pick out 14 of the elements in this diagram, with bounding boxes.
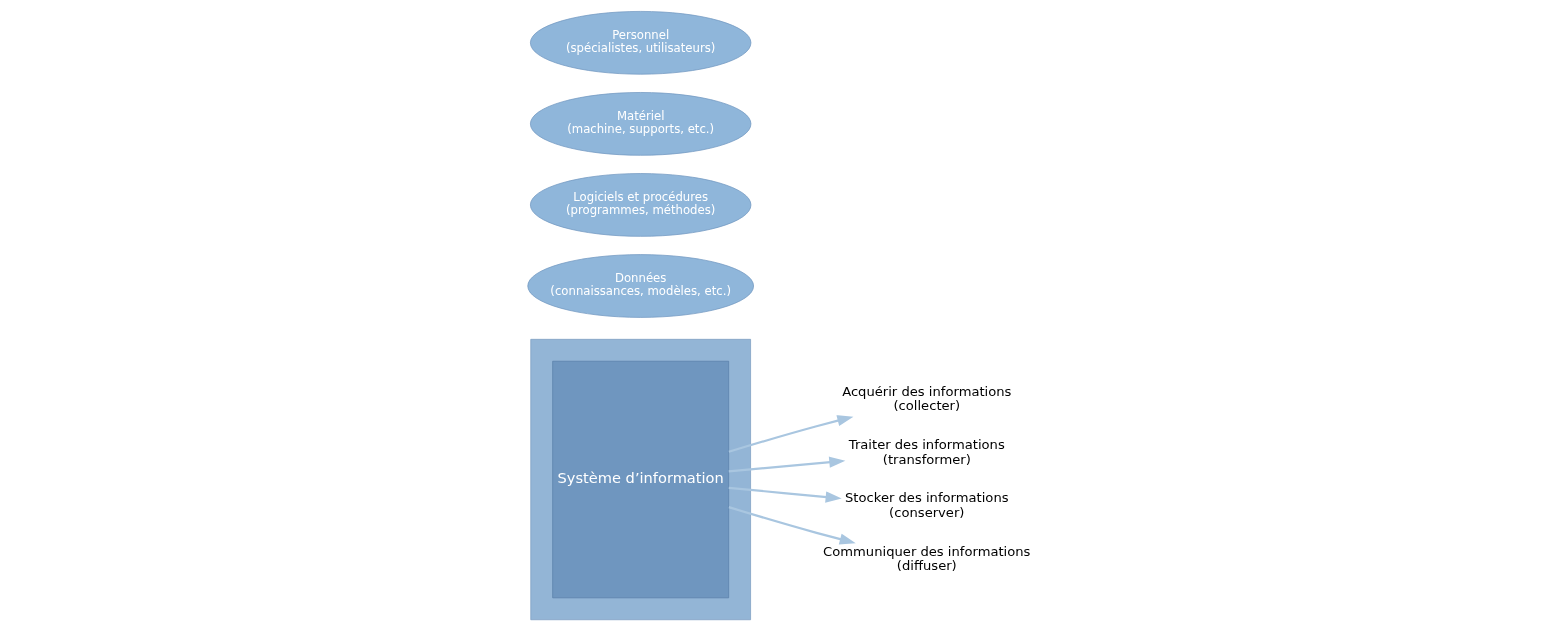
node-text: Traiter des informations (transformer) — [848, 437, 1005, 467]
node-box: Système d’information — [551, 360, 729, 599]
arrow — [728, 456, 845, 473]
node-text: Stocker des informations (conserver) — [844, 490, 1009, 521]
arrow — [728, 506, 856, 545]
node-text: Acquérir des informations (collecter) — [841, 383, 1011, 414]
cluster — [529, 338, 751, 621]
node-ellipse: Logiciels et procédures (programmes, méthodes) — [529, 173, 751, 237]
node-ellipse: Matériel (machine, supports, etc.) — [529, 92, 751, 156]
node-text: Communiquer des informations (diffuser) — [822, 543, 1030, 574]
arrow — [728, 415, 853, 453]
node-ellipse: Données (connaissances, modèles, etc.) — [526, 254, 754, 318]
node-ellipse: Personnel (spécialistes, utilisateurs) — [529, 11, 751, 75]
arrow — [728, 486, 842, 503]
